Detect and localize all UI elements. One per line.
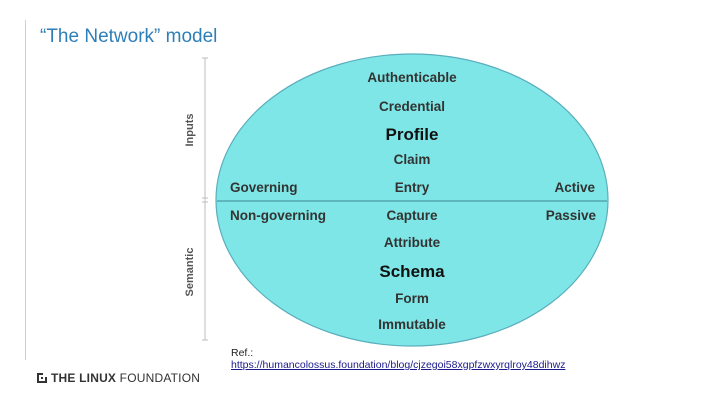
label-credential: Credential bbox=[379, 99, 445, 114]
reference-note: Ref.: https://humancolossus.foundation/b… bbox=[231, 347, 611, 371]
label-attribute: Attribute bbox=[384, 235, 441, 250]
reference-prefix: Ref.: bbox=[231, 347, 254, 359]
label-form: Form bbox=[395, 291, 429, 306]
logo-text-rest: FOUNDATION bbox=[116, 371, 201, 385]
linux-foundation-mark-icon bbox=[37, 373, 47, 383]
label-claim: Claim bbox=[394, 152, 431, 167]
label-schema: Schema bbox=[379, 262, 445, 281]
logo-text-bold: THE LINUX bbox=[51, 371, 117, 385]
network-ellipse bbox=[215, 53, 609, 347]
accent-bar bbox=[25, 20, 26, 360]
label-immutable: Immutable bbox=[378, 317, 446, 332]
label-active: Active bbox=[554, 180, 595, 195]
label-entry: Entry bbox=[395, 180, 430, 195]
axis-label-semantic: Semantic bbox=[184, 248, 196, 297]
reference-link[interactable]: https://humancolossus.foundation/blog/cj… bbox=[231, 359, 566, 371]
label-passive: Passive bbox=[546, 208, 597, 223]
label-capture: Capture bbox=[386, 208, 437, 223]
label-profile: Profile bbox=[386, 125, 439, 144]
label-governing: Governing bbox=[230, 180, 298, 195]
linux-foundation-logo: THE LINUX FOUNDATION bbox=[37, 371, 200, 385]
slide-title: “The Network” model bbox=[40, 26, 218, 47]
label-non-governing: Non-governing bbox=[230, 208, 326, 223]
label-authenticable: Authenticable bbox=[367, 70, 457, 85]
axis-label-inputs: Inputs bbox=[184, 114, 196, 147]
